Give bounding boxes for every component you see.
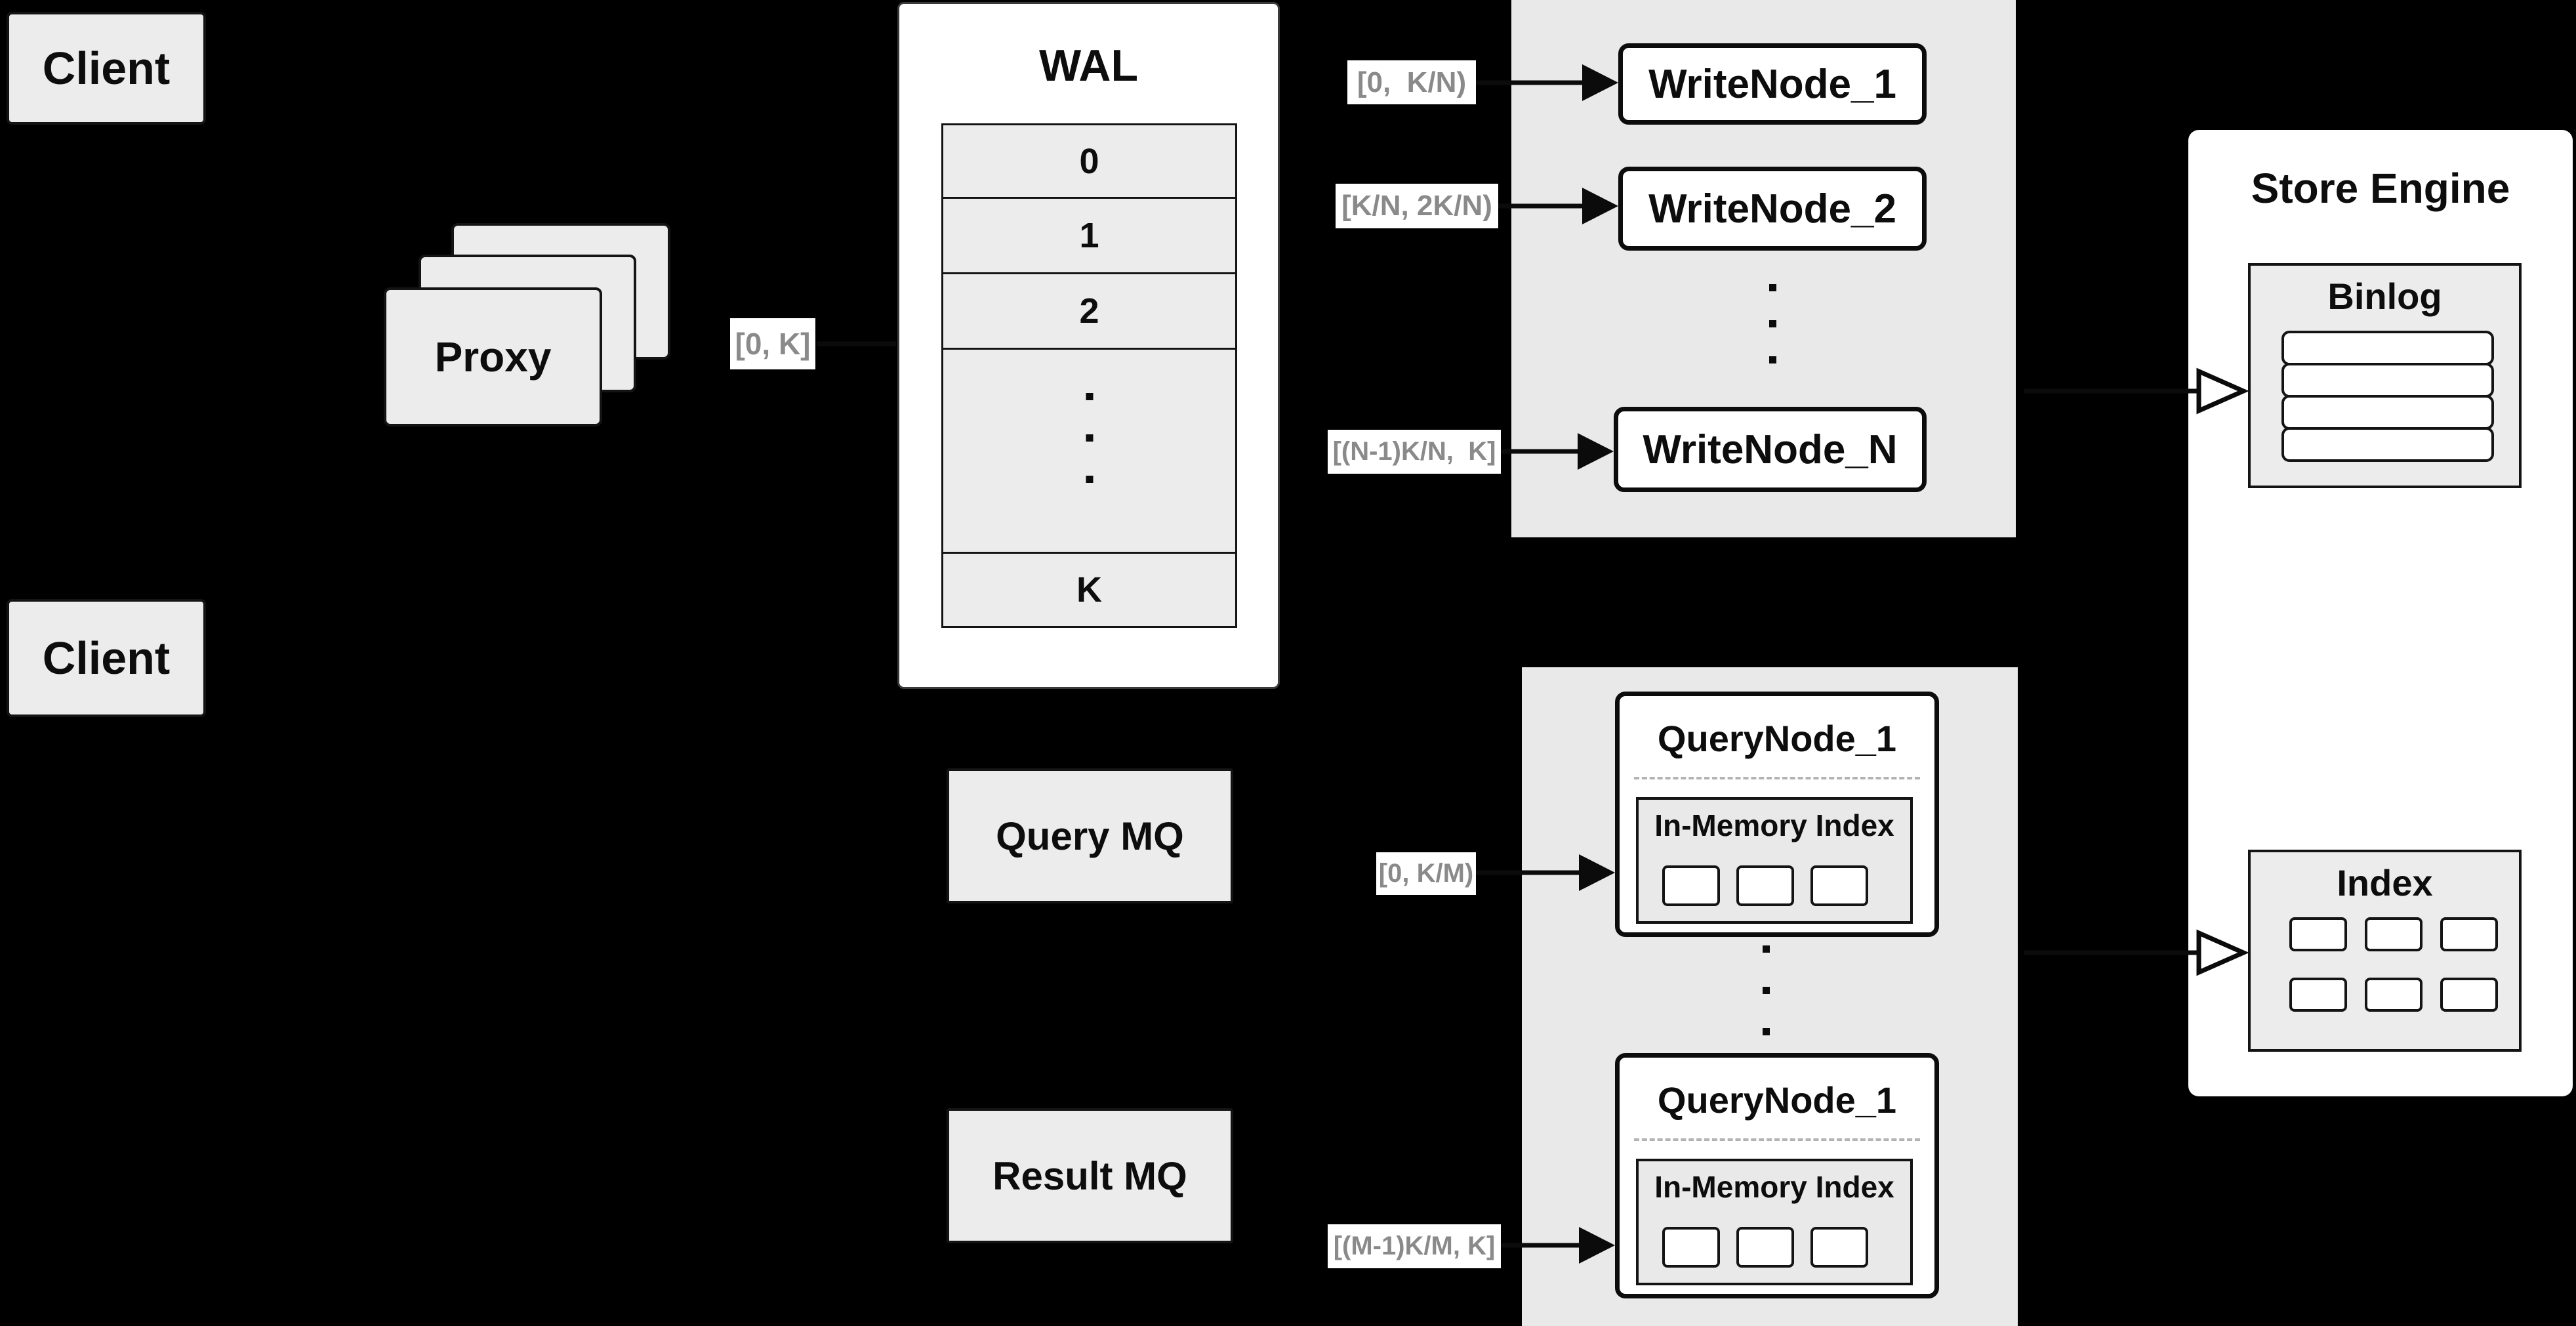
index-box: Index [2248, 850, 2522, 1052]
ellipsis-dot-icon [1769, 320, 1776, 327]
index-cell [2440, 917, 2498, 951]
segment-box [1810, 1227, 1868, 1268]
range-label-write-node-1-text: [0, K/N) [1357, 66, 1467, 98]
range-label-write-node-n-text: [(N-1)K/N, K] [1332, 437, 1496, 466]
query-node-top: QueryNode_1 In-Memory Index [1615, 692, 1939, 937]
segment-box [1810, 865, 1868, 906]
wal-row-0: 0 [941, 123, 1237, 199]
query-node-bottom-title: QueryNode_1 [1657, 1079, 1897, 1121]
wal-row-0-label: 0 [1079, 141, 1099, 181]
query-node-bottom: QueryNode_1 In-Memory Index [1615, 1053, 1939, 1298]
wal-row-1-label: 1 [1079, 216, 1099, 255]
ellipsis-dot-icon [1763, 987, 1770, 994]
in-memory-index-top-title: In-Memory Index [1654, 808, 1894, 842]
range-label-query-node-top: [0, K/M) [1376, 852, 1476, 895]
index-cell [2440, 978, 2498, 1012]
binlog-row [2281, 395, 2494, 430]
segment-box [1736, 1227, 1794, 1268]
query-nodes-ellipsis-dots [1763, 945, 1770, 1035]
range-label-query-node-bottom: [(M-1)K/M, K] [1328, 1224, 1501, 1268]
query-mq-label: Query MQ [996, 814, 1184, 858]
wal-row-2: 2 [941, 272, 1237, 350]
wal-row-1: 1 [941, 197, 1237, 274]
index-cell [2289, 917, 2347, 951]
wal-ellipsis-dots [1086, 393, 1093, 483]
wal-row-2-label: 2 [1079, 291, 1099, 331]
wal-title: WAL [1038, 41, 1139, 91]
segment-box [1736, 865, 1794, 906]
query-node-top-separator [1634, 777, 1920, 779]
binlog-title: Binlog [2327, 276, 2442, 317]
write-node-2: WriteNode_2 [1618, 167, 1927, 251]
in-memory-index-box-bottom: In-Memory Index [1636, 1159, 1913, 1285]
write-node-1: WriteNode_1 [1618, 43, 1927, 125]
segment-box [1662, 1227, 1720, 1268]
range-label-write-node-1: [0, K/N) [1347, 60, 1476, 104]
ellipsis-dot-icon [1763, 945, 1770, 953]
in-memory-index-box-top: In-Memory Index [1636, 797, 1913, 924]
client-top-label: Client [42, 43, 171, 94]
ellipsis-dot-icon [1086, 476, 1093, 483]
proxy-label: Proxy [434, 333, 552, 381]
index-cell [2289, 978, 2347, 1012]
range-label-write-node-2-text: [K/N, 2K/N) [1341, 190, 1492, 222]
binlog-box: Binlog [2248, 263, 2522, 488]
range-label-query-node-bottom-text: [(M-1)K/M, K] [1333, 1232, 1496, 1260]
ellipsis-dot-icon [1769, 356, 1776, 363]
write-node-2-label: WriteNode_2 [1648, 186, 1896, 232]
wal-row-k: K [941, 552, 1237, 628]
ellipsis-dot-icon [1086, 434, 1093, 442]
range-label-write-node-n: [(N-1)K/N, K] [1328, 430, 1501, 474]
ellipsis-dot-icon [1086, 393, 1093, 400]
range-label-proxy-to-wal: [0, K] [730, 318, 815, 369]
client-box-top: Client [7, 12, 206, 125]
segment-box [1662, 865, 1720, 906]
proxy-card-front: Proxy [384, 287, 602, 426]
query-mq-box: Query MQ [947, 768, 1233, 903]
write-node-n-label: WriteNode_N [1643, 426, 1898, 472]
in-memory-index-bottom-title: In-Memory Index [1654, 1170, 1894, 1204]
client-bottom-label: Client [42, 632, 171, 684]
query-node-bottom-separator [1634, 1138, 1920, 1141]
ellipsis-dot-icon [1769, 284, 1776, 291]
index-cell [2365, 978, 2423, 1012]
proxy-stack: Proxy [384, 223, 672, 428]
write-node-n: WriteNode_N [1614, 407, 1927, 492]
write-nodes-ellipsis-dots [1769, 284, 1776, 363]
client-box-bottom: Client [7, 599, 206, 717]
query-node-top-title: QueryNode_1 [1657, 718, 1897, 759]
ellipsis-dot-icon [1763, 1028, 1770, 1035]
index-cell [2365, 917, 2423, 951]
binlog-row [2281, 427, 2494, 462]
wal-row-k-label: K [1076, 570, 1102, 610]
result-mq-box: Result MQ [947, 1108, 1233, 1243]
store-engine-title: Store Engine [2251, 165, 2510, 212]
result-mq-label: Result MQ [992, 1153, 1187, 1198]
range-label-query-node-top-text: [0, K/M) [1378, 859, 1474, 888]
wal-row-ellipsis [941, 348, 1237, 554]
range-label-proxy-to-wal-text: [0, K] [735, 327, 811, 361]
index-title: Index [2337, 862, 2433, 903]
write-node-1-label: WriteNode_1 [1648, 61, 1896, 107]
binlog-row [2281, 331, 2494, 365]
binlog-row [2281, 363, 2494, 398]
range-label-write-node-2: [K/N, 2K/N) [1336, 184, 1498, 228]
